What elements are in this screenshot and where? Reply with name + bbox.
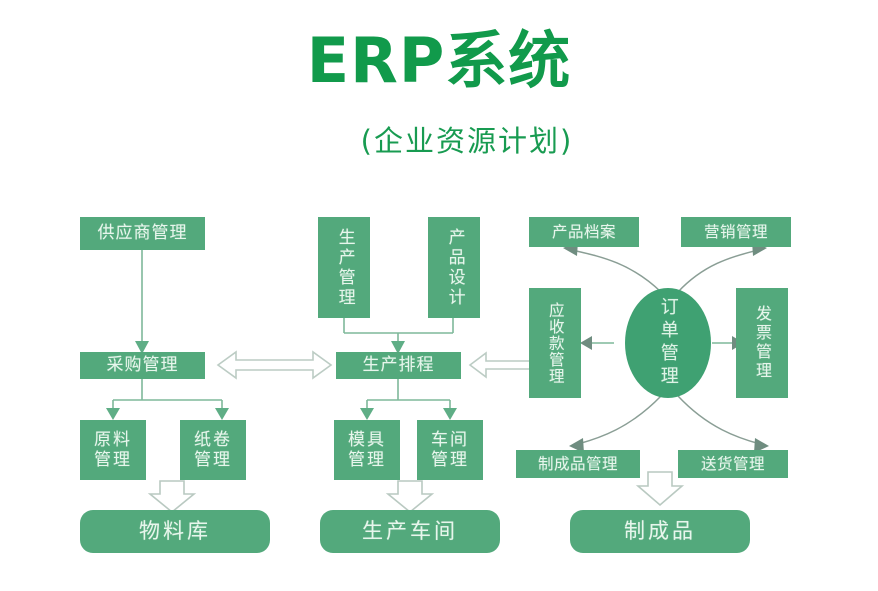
- node-receivables-mgmt[interactable]: 应收款管理: [529, 288, 581, 398]
- node-finished-goods-mgmt[interactable]: 制成品管理: [516, 450, 640, 478]
- arrowhead-order-to-delivery-mgmt: [754, 438, 769, 453]
- node-procurement-mgmt[interactable]: 采购管理: [80, 352, 205, 379]
- link-order-to-product-archive: [571, 249, 662, 293]
- arrowhead-order-to-finished-goods-mgmt: [569, 438, 584, 453]
- node-production-schedule[interactable]: 生产排程: [336, 352, 461, 379]
- hollow-arrow-to-finished-goods: [635, 471, 685, 507]
- page-subtitle: (企业资源计划): [0, 118, 878, 160]
- arrowhead-order-to-receivables: [580, 336, 592, 350]
- hollow-arrow-to-production-workshop: [385, 480, 435, 514]
- node-paper-roll-mgmt-label: 纸卷 管理: [194, 429, 232, 470]
- link-order-to-finished-goods-mgmt: [577, 395, 662, 445]
- arrowhead-schedule-to-workshop: [443, 408, 457, 420]
- page-title: ERP系统: [306, 24, 572, 97]
- node-workshop-mgmt-label: 车间 管理: [431, 429, 469, 470]
- node-workshop-mgmt[interactable]: 车间 管理: [417, 420, 483, 480]
- node-production-workshop[interactable]: 生产车间: [320, 510, 500, 553]
- arrowhead-schedule-to-mold: [360, 408, 374, 420]
- node-raw-material-mgmt-label: 原料 管理: [94, 429, 132, 470]
- arrowhead-procurement-to-raw: [106, 408, 120, 420]
- arrowhead-supplier-to-procurement: [135, 341, 149, 354]
- node-delivery-mgmt[interactable]: 送货管理: [678, 450, 788, 478]
- node-mold-mgmt[interactable]: 模具 管理: [334, 420, 400, 480]
- node-mold-mgmt-label: 模具 管理: [348, 429, 386, 470]
- node-production-mgmt[interactable]: 生产管理: [318, 217, 370, 318]
- arrowhead-to-production-schedule: [391, 341, 405, 354]
- node-order-mgmt[interactable]: 订单管理: [625, 288, 711, 398]
- node-invoice-mgmt[interactable]: 发票管理: [736, 288, 788, 398]
- node-material-warehouse[interactable]: 物料库: [80, 510, 270, 553]
- node-finished-goods[interactable]: 制成品: [570, 510, 750, 553]
- node-marketing-mgmt[interactable]: 营销管理: [681, 217, 791, 247]
- node-supplier-mgmt[interactable]: 供应商管理: [80, 217, 205, 250]
- hollow-arrow-to-material-warehouse: [147, 480, 197, 514]
- bidirectional-arrow-procurement-production: [216, 350, 333, 380]
- link-order-to-marketing: [677, 249, 759, 293]
- arrowhead-procurement-to-roll: [215, 408, 229, 420]
- link-order-to-delivery-mgmt: [677, 395, 761, 445]
- node-product-archive[interactable]: 产品档案: [529, 217, 639, 247]
- node-paper-roll-mgmt[interactable]: 纸卷 管理: [180, 420, 246, 480]
- node-raw-material-mgmt[interactable]: 原料 管理: [80, 420, 146, 480]
- page-subtitle-text: (企业资源计划): [360, 124, 574, 158]
- node-product-design[interactable]: 产品设计: [428, 217, 480, 318]
